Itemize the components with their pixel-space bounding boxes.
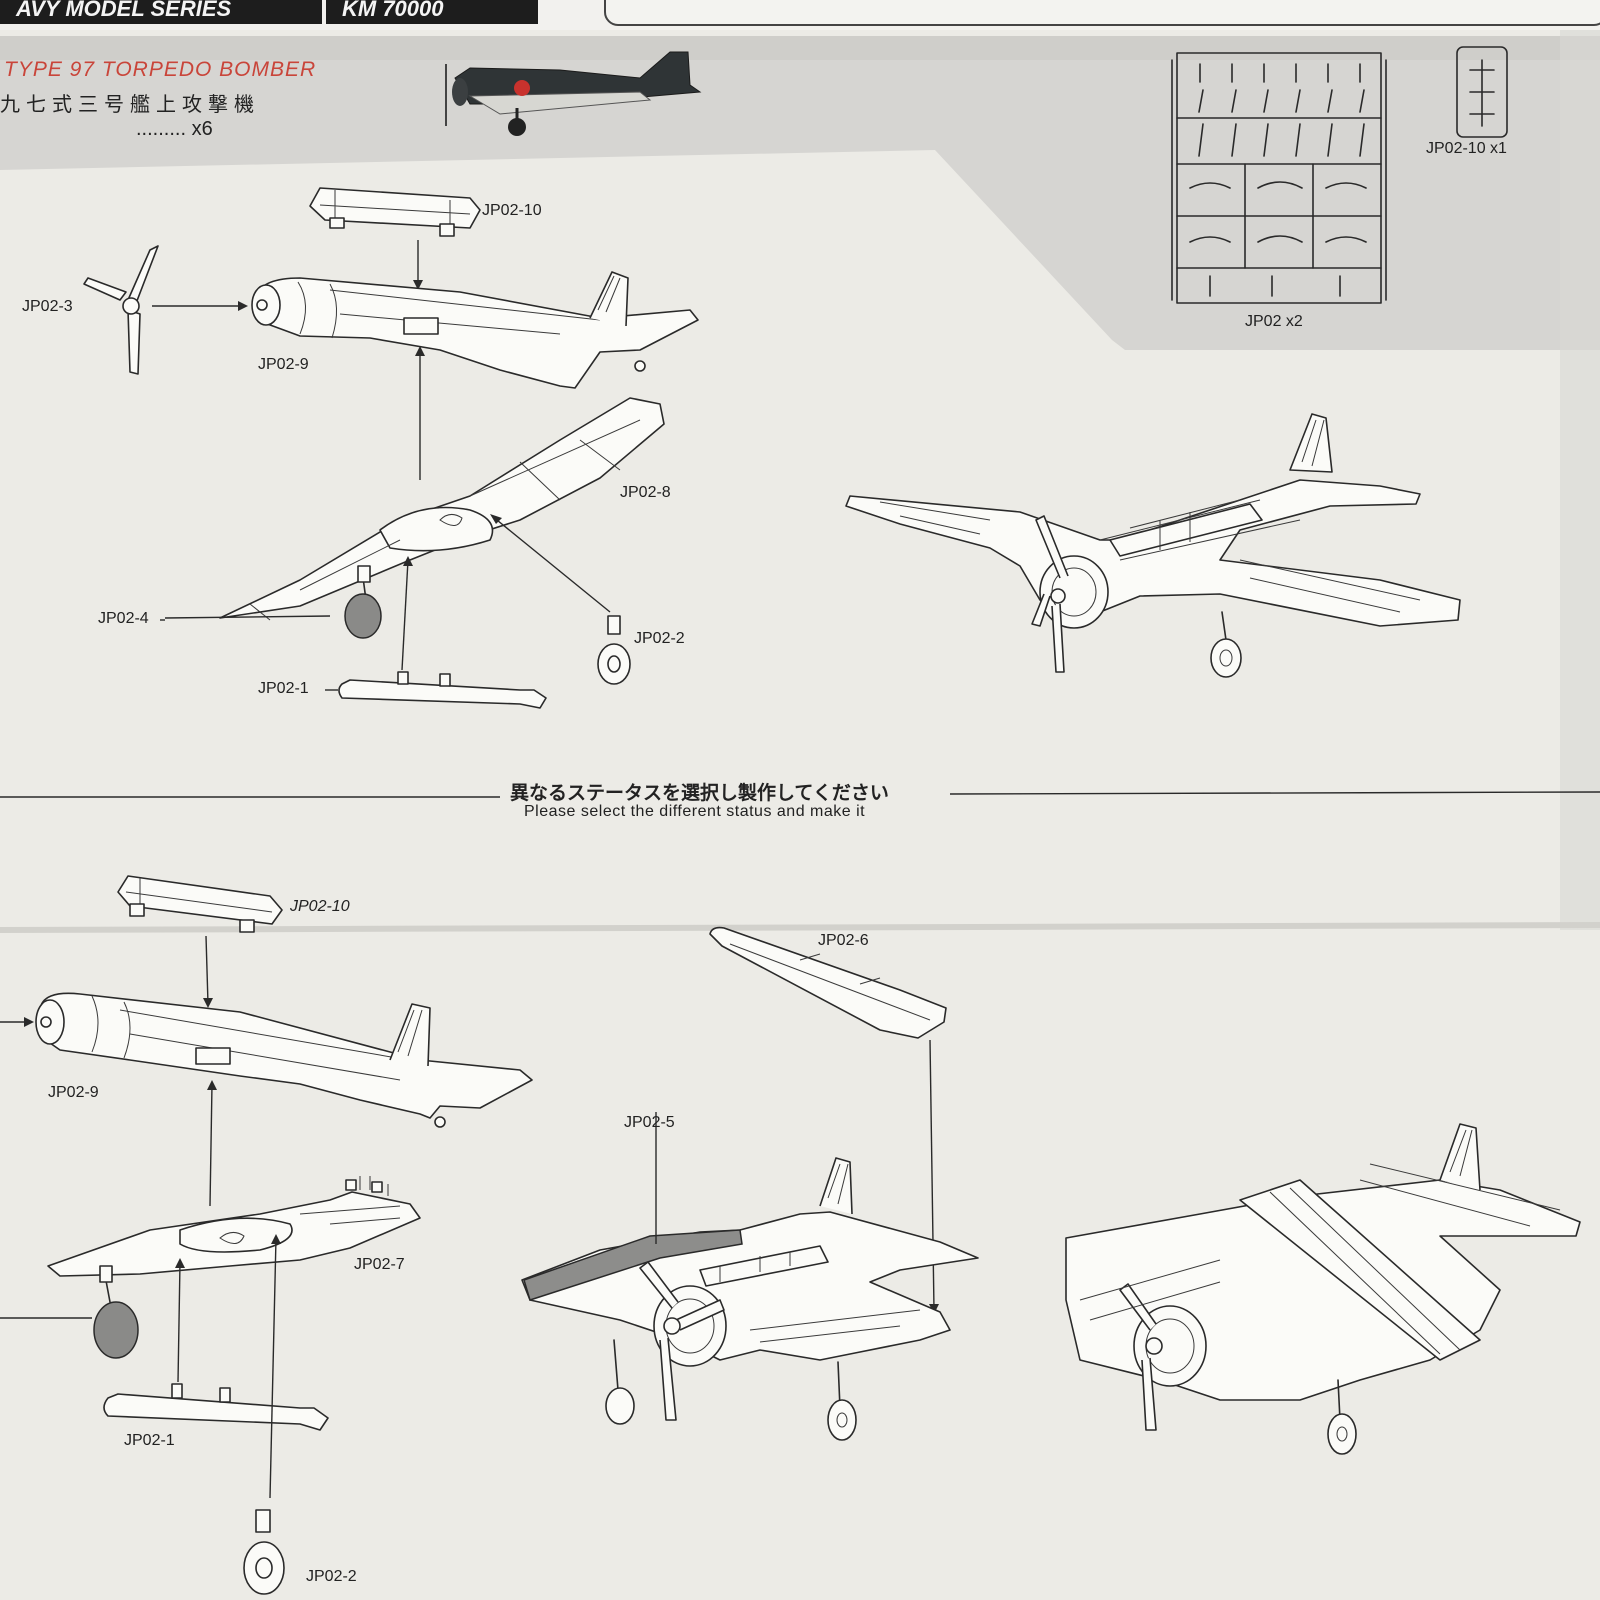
top-assembly (83, 187, 1461, 709)
header-info-box (604, 0, 1600, 26)
part-label-jp02-9-top: JP02-9 (258, 356, 309, 373)
part-label-jp02-5: JP02-5 (624, 1114, 675, 1131)
part-label-jp02-6: JP02-6 (818, 932, 869, 949)
part-label-jp02-3: JP02-3 (22, 298, 73, 315)
part-label-jp02-8: JP02-8 (620, 484, 671, 501)
aircraft-quantity: ......... x6 (136, 118, 213, 140)
aircraft-title: TYPE 97 TORPEDO BOMBER (4, 58, 317, 81)
divider-japanese: 異なるステータスを選択し製作してください (510, 783, 889, 804)
grey-panel (0, 36, 1600, 350)
sprue-jp02-diagram (1171, 46, 1508, 304)
product-code: KM 70000 (342, 0, 444, 21)
part-label-jp02-9-bottom: JP02-9 (48, 1084, 99, 1101)
series-title-tab: AVY MODEL SERIES (0, 0, 322, 24)
bottom-assembly (0, 875, 1581, 1595)
part-label-jp02-2-top: JP02-2 (634, 630, 685, 647)
sprue-main-label: JP02 x2 (1245, 313, 1303, 330)
product-code-tab: KM 70000 (326, 0, 538, 24)
divider-english: Please select the different status and m… (524, 803, 866, 820)
part-label-jp02-7: JP02-7 (354, 1256, 405, 1273)
aircraft-japanese-name: 九七式三号艦上攻撃機 (0, 92, 260, 116)
part-label-jp02-1-bottom: JP02-1 (124, 1432, 175, 1449)
part-label-jp02-10-top: JP02-10 (482, 202, 542, 219)
aircraft-color-illustration (445, 51, 702, 136)
series-title: AVY MODEL SERIES (16, 0, 232, 21)
completed-aircraft-wing-folding (521, 1157, 979, 1441)
completed-aircraft-wings-extended (845, 413, 1461, 678)
part-label-jp02-2-bottom: JP02-2 (306, 1568, 357, 1585)
completed-aircraft-wings-folded (1065, 1123, 1581, 1455)
sprue-small-label: JP02-10 x1 (1426, 140, 1507, 157)
divider-line-right (949, 791, 1600, 795)
part-label-jp02-10-bottom: JP02-10 (290, 898, 350, 915)
part-label-jp02-4: JP02-4 (98, 610, 149, 627)
part-label-jp02-1-top: JP02-1 (258, 680, 309, 697)
